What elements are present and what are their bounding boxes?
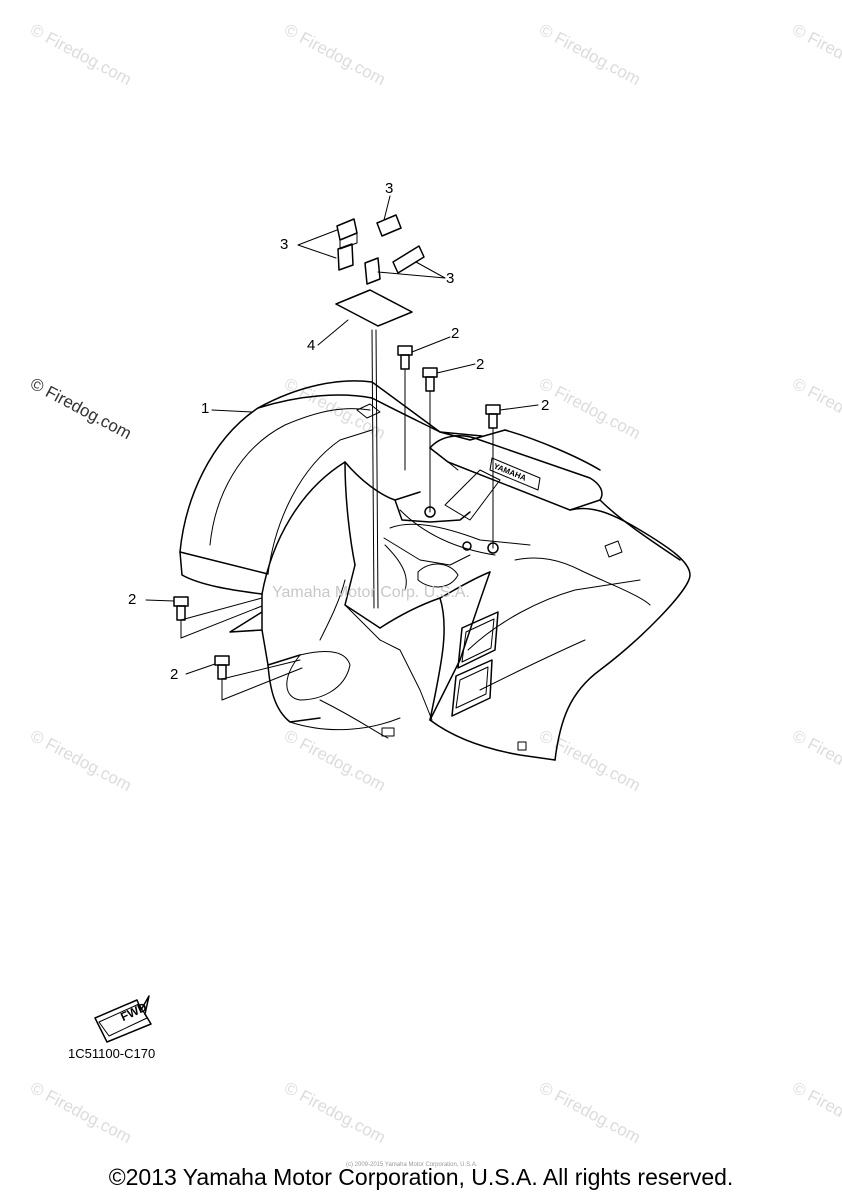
bolt [397,336,451,471]
bolt [145,596,263,639]
callout-4: 4 [307,337,316,354]
center-hump: YAMAHA [429,435,603,511]
bolt [422,363,476,513]
svg-text:YAMAHA: YAMAHA [492,462,527,483]
bolt [185,655,303,701]
right-fender [429,429,691,761]
mud-guards [229,579,433,739]
left-fender [179,380,483,595]
reflector-pads [336,214,425,285]
callout-2: 2 [476,356,485,373]
part-code: 1C51100-C170 [68,1046,156,1061]
fwd-arrow-icon [94,995,152,1043]
callout-2: 2 [170,666,179,683]
copyright-footer: ©2013 Yamaha Motor Corporation, U.S.A. A… [108,1164,734,1190]
tiny-notice: (c) 2009-2015 Yamaha Motor Corporation, … [346,1162,478,1168]
callout-3: 3 [446,270,455,287]
center-watermark: Yamaha Motor Corp. U.S.A. [272,584,470,601]
reflector-mat [335,289,413,327]
bolts [145,336,539,701]
callout-2: 2 [451,325,460,342]
callout-3: 3 [280,236,289,253]
bolt [485,404,539,549]
callout-2: 2 [541,397,550,414]
callout-2: 2 [128,591,137,608]
callout-1: 1 [201,400,210,417]
callout-3: 3 [385,180,394,197]
